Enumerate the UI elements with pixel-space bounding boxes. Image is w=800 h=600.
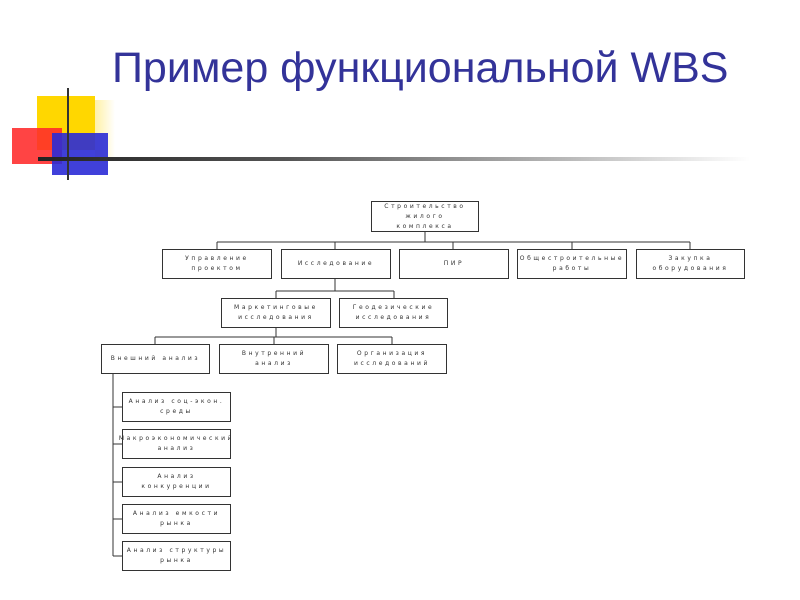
wbs-node-root: Строительство жилого комплекса xyxy=(371,201,479,232)
wbs-node-level4: Макроэкономический анализ xyxy=(119,429,232,459)
wbs-node-level1: ПИР xyxy=(399,249,509,279)
wbs-node-level3: Внешний анализ xyxy=(101,344,210,374)
wbs-node-level4: Анализ соц-экон. среды xyxy=(122,392,231,422)
wbs-node-level3: Организация исследований xyxy=(337,344,447,374)
wbs-node-level2: Маркетинговые исследования xyxy=(221,298,331,328)
wbs-node-level2: Геодезические исследования xyxy=(339,298,448,328)
wbs-node-level1: Управление проектом xyxy=(162,249,272,279)
wbs-node-level1: Закупка оборудования xyxy=(636,249,745,279)
wbs-node-level4: Анализ конкуренции xyxy=(122,467,231,497)
decor-blue-square xyxy=(52,133,108,175)
wbs-node-level1: Общестроительные работы xyxy=(517,249,627,279)
wbs-node-level1: Исследование xyxy=(281,249,391,279)
decor-vertical-line xyxy=(67,88,69,180)
wbs-node-level4: Анализ емкости рынка xyxy=(122,504,231,534)
wbs-node-level3: Внутренний анализ xyxy=(219,344,329,374)
wbs-node-level4: Анализ структуры рынка xyxy=(122,541,231,571)
slide-title: Пример функциональной WBS xyxy=(112,44,729,92)
title-underline xyxy=(38,157,750,161)
